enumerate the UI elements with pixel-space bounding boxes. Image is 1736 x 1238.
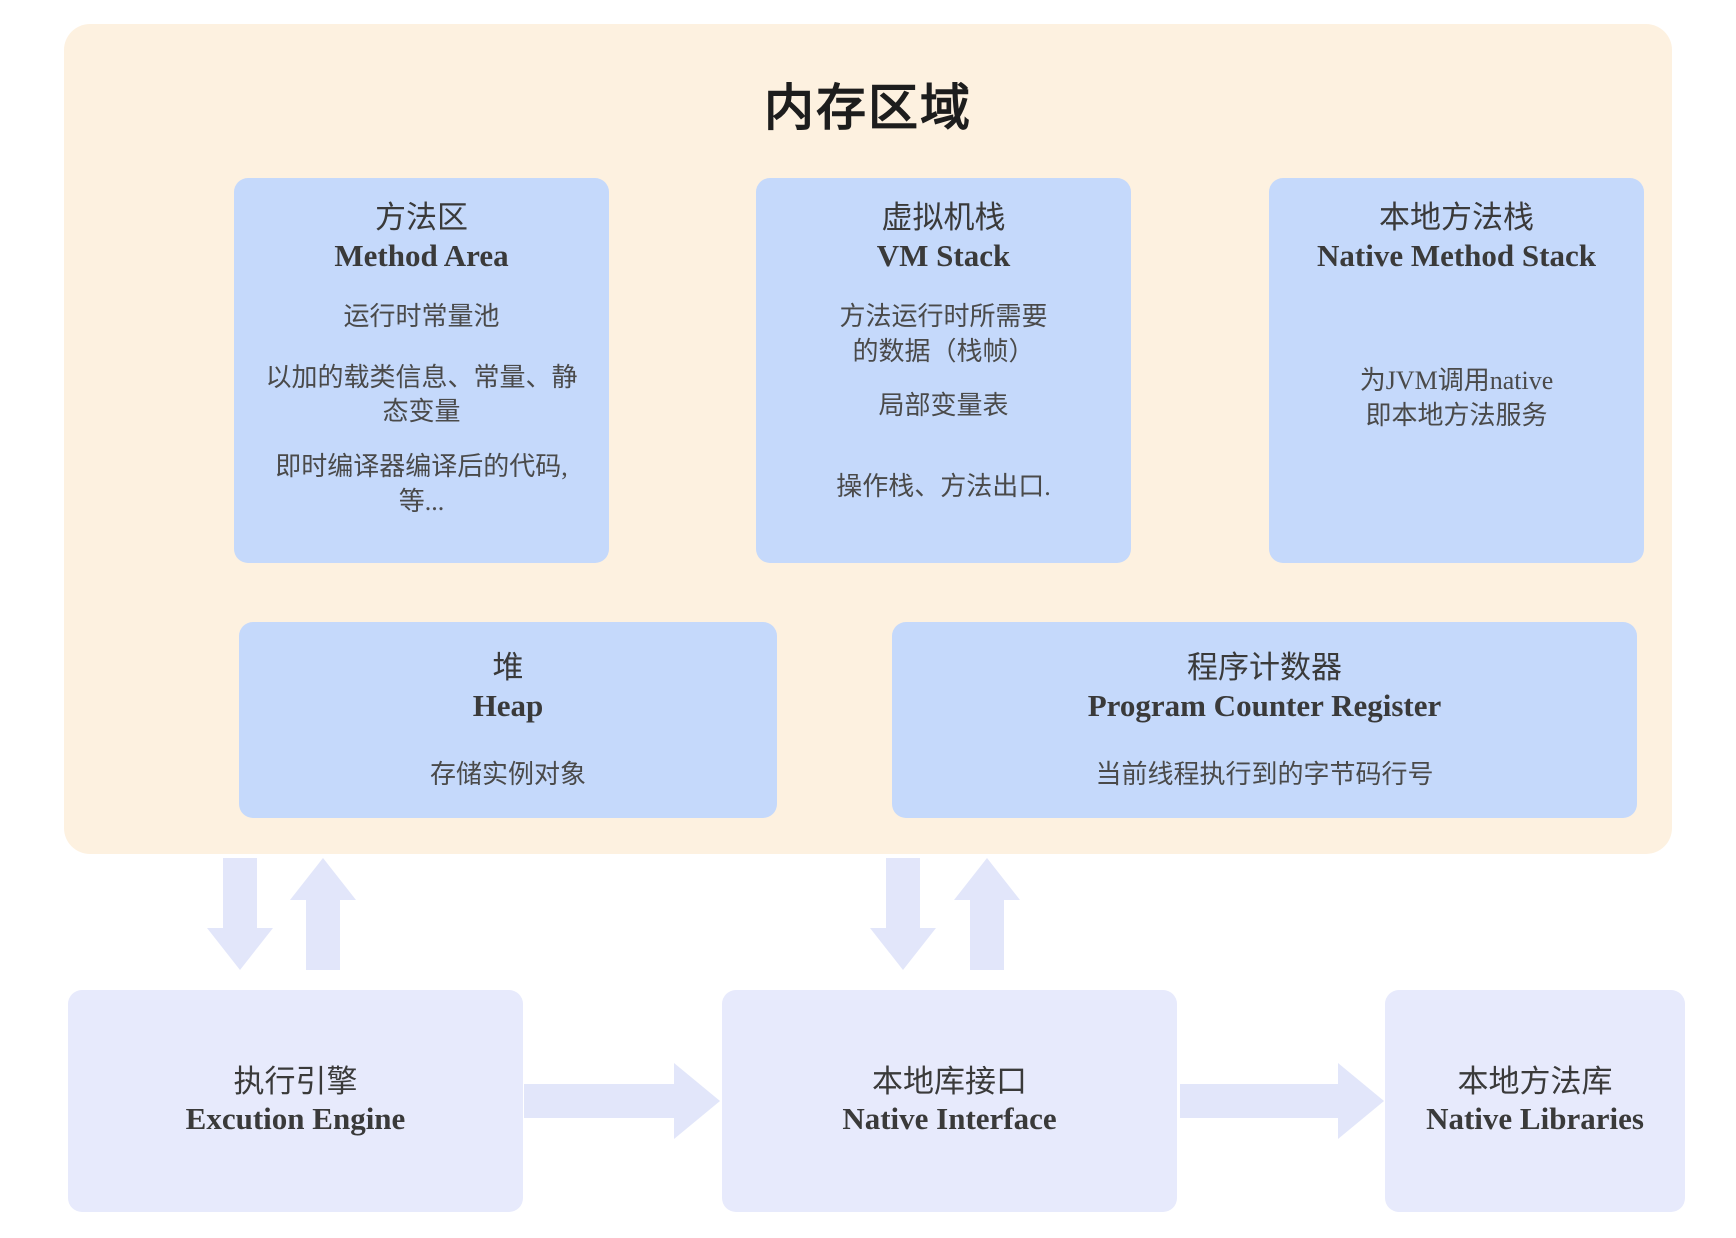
native-method-stack-en-title: Native Method Stack <box>1317 237 1596 273</box>
execution-engine-en-title: Excution Engine <box>185 1101 406 1137</box>
method-area-line-3: 即时编译器编译后的代码, 等... <box>275 452 568 517</box>
arrow-shaft <box>1180 1084 1338 1118</box>
method-area-line-1: 运行时常量池 <box>343 301 500 331</box>
arrow-head-right-icon <box>1338 1063 1384 1139</box>
native-method-stack-line-1: 为JVM调用native 即本地方法服务 <box>1359 365 1554 430</box>
memory-box-native-method-stack[interactable]: 本地方法栈 Native Method Stack 为JVM调用native 即… <box>1269 178 1644 563</box>
native-libraries-en-title: Native Libraries <box>1426 1101 1644 1137</box>
arrow-up-native-interface-to-memory <box>952 858 1022 973</box>
arrow-shaft <box>886 858 920 928</box>
program-counter-line-1: 当前线程执行到的字节码行号 <box>1095 759 1434 789</box>
arrow-shaft <box>970 900 1004 970</box>
program-counter-cn-title: 程序计数器 <box>1187 650 1342 685</box>
arrow-shaft <box>524 1084 674 1118</box>
bottom-box-native-interface[interactable]: 本地库接口 Native Interface <box>722 990 1177 1212</box>
arrow-head-down-icon <box>207 928 273 970</box>
arrow-down-memory-to-execution-engine <box>205 858 275 973</box>
execution-engine-cn-title: 执行引擎 <box>233 1064 358 1100</box>
native-interface-cn-title: 本地库接口 <box>872 1064 1027 1100</box>
method-area-en-title: Method Area <box>334 237 509 273</box>
vm-stack-line-1: 方法运行时所需要 的数据（栈帧） <box>839 301 1048 366</box>
arrow-down-memory-to-native-interface <box>868 858 938 973</box>
bottom-box-execution-engine[interactable]: 执行引擎 Excution Engine <box>68 990 523 1212</box>
program-counter-en-title: Program Counter Register <box>1087 687 1442 723</box>
memory-region-panel: 内存区域 方法区 Method Area 运行时常量池 以加的载类信息、常量、静… <box>64 24 1672 854</box>
memory-box-heap[interactable]: 堆 Heap 存储实例对象 <box>239 622 777 818</box>
heap-line-1: 存储实例对象 <box>429 759 586 789</box>
arrow-shaft <box>306 900 340 970</box>
native-libraries-cn-title: 本地方法库 <box>1457 1064 1613 1100</box>
vm-stack-cn-title: 虚拟机栈 <box>881 200 1006 235</box>
method-area-cn-title: 方法区 <box>375 200 468 235</box>
native-interface-en-title: Native Interface <box>842 1101 1057 1137</box>
method-area-line-2: 以加的载类信息、常量、静 态变量 <box>265 362 578 427</box>
arrow-shaft <box>223 858 257 928</box>
bottom-box-native-libraries[interactable]: 本地方法库 Native Libraries <box>1385 990 1685 1212</box>
vm-stack-en-title: VM Stack <box>876 237 1011 273</box>
vm-stack-line-2: 局部变量表 <box>878 391 1009 421</box>
heap-en-title: Heap <box>472 687 544 723</box>
arrow-up-execution-engine-to-memory <box>288 858 358 973</box>
arrow-head-right-icon <box>674 1063 720 1139</box>
heap-cn-title: 堆 <box>492 650 524 685</box>
arrow-head-up-icon <box>954 858 1020 900</box>
memory-box-vm-stack[interactable]: 虚拟机栈 VM Stack 方法运行时所需要 的数据（栈帧） 局部变量表 操作栈… <box>756 178 1131 563</box>
diagram-title: 内存区域 <box>764 80 972 136</box>
vm-stack-line-3: 操作栈、方法出口. <box>836 472 1051 502</box>
arrow-head-down-icon <box>870 928 936 970</box>
native-method-stack-cn-title: 本地方法栈 <box>1379 200 1534 235</box>
memory-box-program-counter-register[interactable]: 程序计数器 Program Counter Register 当前线程执行到的字… <box>892 622 1637 818</box>
arrow-right-execution-engine-to-native-interface <box>524 1062 720 1140</box>
arrow-head-up-icon <box>290 858 356 900</box>
memory-box-method-area[interactable]: 方法区 Method Area 运行时常量池 以加的载类信息、常量、静 态变量 … <box>234 178 609 563</box>
arrow-right-native-interface-to-native-libraries <box>1180 1062 1384 1140</box>
